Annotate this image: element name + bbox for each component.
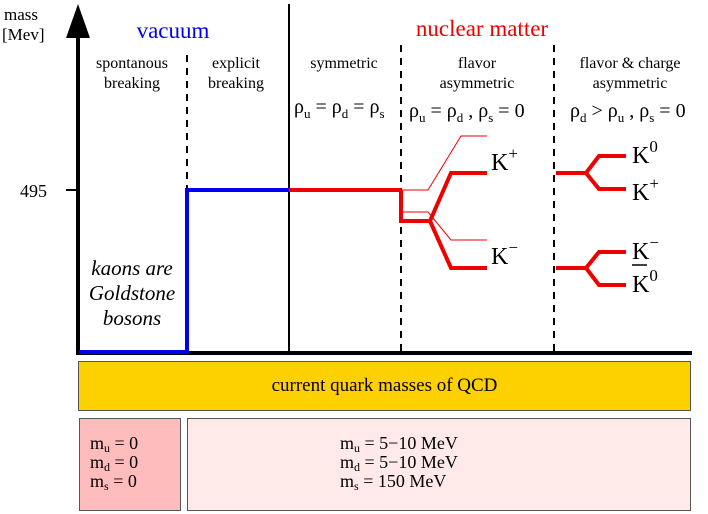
flavor-pointer-kminus <box>401 211 487 241</box>
region-flavor-line2: asymmetric <box>440 75 515 92</box>
qcd-current-masses-bar: current quark masses of QCD <box>78 361 691 411</box>
flavor-pointer-kplus <box>401 135 487 191</box>
physical-mass-s: ms = 150 MeV <box>340 471 447 493</box>
region-symmetric-line1: symmetric <box>310 55 378 72</box>
label-k0-charge: K0 <box>632 137 658 169</box>
tick-label-495: 495 <box>20 181 47 201</box>
chiral-mass-list: mu = 0 md = 0 ms = 0 <box>90 433 139 493</box>
charge-branch-k0bar <box>584 266 626 287</box>
physical-masses-box: mu = 5−10 MeV md = 5−10 MeV ms = 150 MeV <box>187 418 691 511</box>
flavor-branch-kplus <box>428 171 487 222</box>
charge-branch-k0 <box>584 154 626 175</box>
density-symmetric: ρu = ρd = ρs <box>294 96 385 121</box>
label-kminus-charge: K− <box>632 233 659 265</box>
region-flavor-line1: flavor <box>458 55 497 72</box>
header-nuclear-matter: nuclear matter <box>416 16 549 41</box>
header-vacuum: vacuum <box>137 18 210 43</box>
goldstone-note-line3: bosons <box>103 306 161 330</box>
chiral-mass-u: mu = 0 <box>90 433 139 455</box>
region-explicit-line1: explicit <box>212 55 261 72</box>
qcd-label: current quark masses of QCD <box>271 375 498 396</box>
axis-label-unit: [Mev] <box>2 25 44 44</box>
density-charge: ρd > ρu , ρs = 0 <box>570 100 686 125</box>
physical-mass-d: md = 5−10 MeV <box>340 452 458 474</box>
goldstone-note-line2: Goldstone <box>89 281 175 305</box>
physical-mass-u: mu = 5−10 MeV <box>340 433 458 455</box>
region-explicit-line2: breaking <box>208 75 264 92</box>
physical-mass-list: mu = 5−10 MeV md = 5−10 MeV ms = 150 MeV <box>340 433 458 493</box>
region-charge-line2: asymmetric <box>593 75 668 92</box>
flavor-branch-kminus <box>428 220 487 270</box>
density-flavor: ρu = ρd , ρs = 0 <box>409 100 525 125</box>
region-spontaneous-line1: spontanous <box>96 55 168 72</box>
charge-branch-kplus <box>584 171 626 191</box>
axis-label-mass: mass <box>4 5 38 24</box>
flavor-split-stem <box>399 190 430 223</box>
vacuum-mass-line <box>79 188 289 354</box>
label-kplus-flavor: K+ <box>491 144 518 176</box>
chiral-mass-s: ms = 0 <box>90 471 137 493</box>
goldstone-note-line1: kaons are <box>91 256 172 280</box>
charge-branch-kminus <box>584 250 626 270</box>
label-kplus-charge: K+ <box>632 174 659 206</box>
region-spontaneous-line2: breaking <box>104 75 160 92</box>
mass-axis-arrow <box>66 4 90 38</box>
chiral-mass-d: md = 0 <box>90 452 139 474</box>
region-charge-line1: flavor & charge <box>580 55 681 72</box>
chiral-limit-masses-box: mu = 0 md = 0 ms = 0 <box>79 418 181 511</box>
label-kminus-flavor: K− <box>491 238 518 270</box>
label-k0bar-charge: K0 <box>632 266 658 298</box>
